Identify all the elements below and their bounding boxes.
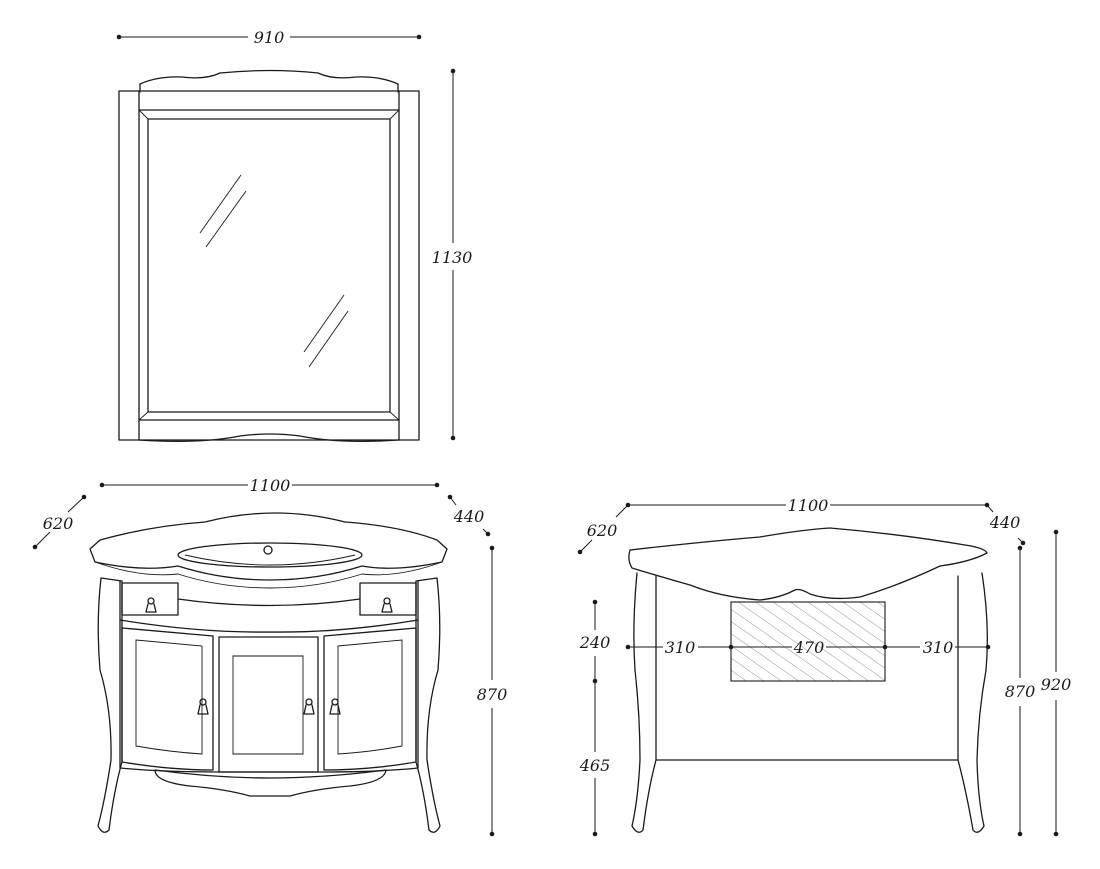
front-depth-right-label: 440	[453, 507, 485, 526]
back-total-height-label: 920	[1041, 675, 1072, 694]
back-depth-right-dimension: 440	[986, 504, 1026, 546]
leg-back-right	[957, 572, 988, 833]
mirror-height-dimension: 1130	[432, 68, 473, 441]
front-width-label: 1100	[250, 476, 291, 495]
mirror-drawing	[118, 69, 420, 442]
tap-hole	[263, 545, 273, 555]
mirror-height-label: 1130	[432, 248, 473, 267]
leg-front-right	[415, 577, 441, 833]
back-width-label: 1100	[788, 496, 829, 515]
outlet-height-dimension: 240	[579, 599, 611, 684]
mirror-crest	[139, 69, 399, 93]
door-handle-1	[197, 698, 209, 715]
door-center	[218, 636, 319, 773]
back-total-height-dimension: 920	[1041, 529, 1072, 837]
vanity-back-drawing	[628, 527, 988, 833]
outlet-height-label: 240	[579, 633, 611, 652]
back-depth-left-dimension: 620	[577, 504, 629, 555]
floor-to-outlet-label: 465	[579, 756, 611, 775]
drawer-right	[359, 582, 417, 616]
outlet-width-label: 470	[793, 638, 825, 657]
door-left	[121, 627, 214, 771]
left-offset-label: 310	[665, 638, 696, 657]
drawer-handle-left	[145, 597, 157, 613]
front-height-dimension: 870	[477, 545, 508, 837]
mirror-outer-frame	[118, 90, 420, 441]
plumbing-outlet-zone	[730, 601, 886, 682]
door-handle-2	[303, 698, 315, 715]
vanity-front-basin	[177, 542, 363, 568]
back-height-dimension: 870	[1005, 545, 1036, 837]
mirror-glass	[147, 118, 391, 413]
floor-to-outlet-dimension: 465	[579, 681, 611, 837]
back-width-dimension: 1100	[625, 496, 990, 515]
horizontal-offsets-dimension: 310 470 310	[625, 638, 991, 657]
leg-front-left	[97, 577, 123, 833]
mirror-width-dimension: 910	[116, 28, 422, 47]
back-depth-right-label: 440	[989, 513, 1021, 532]
back-depth-left-label: 620	[587, 521, 618, 540]
front-width-dimension: 1100	[99, 476, 440, 495]
front-depth-left-label: 620	[43, 514, 74, 533]
mirror-reflection-marks	[199, 174, 349, 368]
vanity-back-countertop	[628, 527, 988, 601]
right-offset-label: 310	[923, 638, 954, 657]
drawer-handle-right	[381, 597, 393, 613]
front-depth-left-dimension: 620	[32, 494, 87, 550]
front-depth-right-dimension: 440	[447, 494, 491, 537]
back-height-label: 870	[1005, 682, 1036, 701]
leg-back-left	[631, 572, 657, 833]
drawer-left	[121, 582, 179, 616]
mirror-width-label: 910	[254, 28, 285, 47]
door-handle-3	[329, 698, 341, 715]
vanity-front-drawing	[89, 512, 448, 833]
front-height-label: 870	[477, 685, 508, 704]
